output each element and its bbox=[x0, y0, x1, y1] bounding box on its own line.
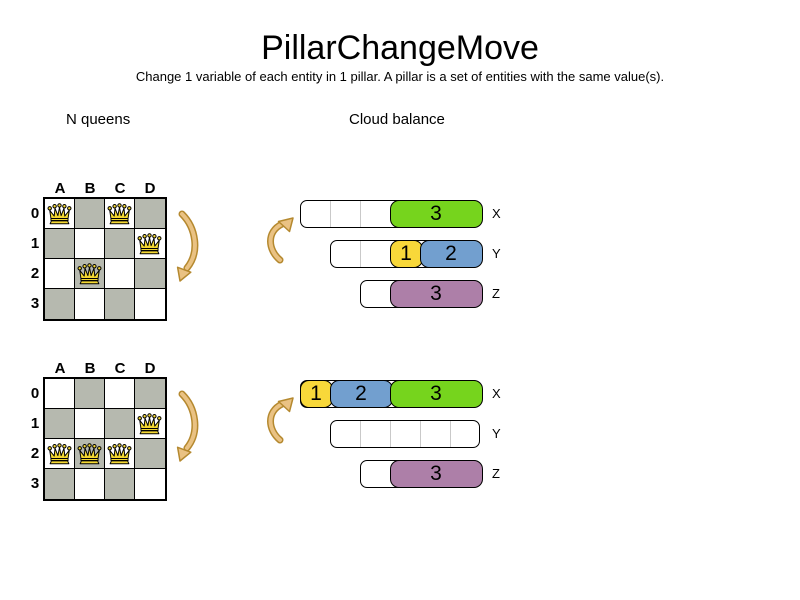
queen-icon bbox=[47, 443, 72, 465]
page-subtitle: Change 1 variable of each entity in 1 pi… bbox=[135, 69, 665, 84]
queen-icon bbox=[77, 263, 102, 285]
process-block: 1 bbox=[299, 379, 333, 408]
slot-divider bbox=[359, 241, 361, 267]
computer-label: Y bbox=[492, 246, 501, 261]
chessboard-before bbox=[43, 197, 167, 321]
computer-bar-z-after: 3 bbox=[360, 459, 483, 488]
board-cell bbox=[135, 439, 165, 469]
column-label: C bbox=[114, 360, 126, 377]
computer-label: Z bbox=[492, 466, 500, 481]
slot-divider bbox=[389, 421, 391, 447]
board-change-arrow-icon-after bbox=[176, 390, 199, 462]
board-cell bbox=[105, 379, 135, 409]
column-label: B bbox=[84, 360, 96, 377]
queen-icon bbox=[107, 203, 132, 225]
slot-divider bbox=[359, 421, 361, 447]
queen-icon bbox=[107, 443, 132, 465]
board-cell bbox=[135, 199, 165, 229]
board-cell bbox=[75, 199, 105, 229]
queen-icon bbox=[137, 413, 162, 435]
board-cell bbox=[105, 409, 135, 439]
computer-label: X bbox=[492, 206, 501, 221]
computer-label: Z bbox=[492, 286, 500, 301]
queen-icon bbox=[77, 443, 102, 465]
board-cell bbox=[75, 289, 105, 319]
row-label: 1 bbox=[30, 415, 40, 432]
queen-icon bbox=[47, 203, 72, 225]
process-block: 2 bbox=[419, 239, 483, 268]
board-cell bbox=[45, 469, 75, 499]
row-label: 2 bbox=[30, 445, 40, 462]
board-cell bbox=[105, 229, 135, 259]
computer-bar-x-before: 3 bbox=[300, 199, 483, 228]
board-cell bbox=[75, 259, 105, 289]
board-cell bbox=[45, 439, 75, 469]
column-label: C bbox=[114, 180, 126, 197]
computer-label: Y bbox=[492, 426, 501, 441]
column-label: D bbox=[144, 360, 156, 377]
row-label: 0 bbox=[30, 385, 40, 402]
cloud-change-arrow-icon-after bbox=[267, 397, 294, 444]
board-cell bbox=[135, 289, 165, 319]
process-block: 3 bbox=[389, 459, 483, 488]
slot-divider bbox=[329, 201, 331, 227]
board-cell bbox=[135, 229, 165, 259]
board-cell bbox=[45, 259, 75, 289]
board-cell bbox=[105, 289, 135, 319]
computer-label: X bbox=[492, 386, 501, 401]
board-cell bbox=[135, 409, 165, 439]
column-label: A bbox=[54, 360, 66, 377]
queen-icon bbox=[137, 233, 162, 255]
slot-divider bbox=[419, 421, 421, 447]
row-label: 1 bbox=[30, 235, 40, 252]
cloud-change-arrow-icon-before bbox=[267, 217, 294, 264]
board-cell bbox=[45, 199, 75, 229]
column-label: D bbox=[144, 180, 156, 197]
row-label: 3 bbox=[30, 295, 40, 312]
board-cell bbox=[135, 379, 165, 409]
column-label: A bbox=[54, 180, 66, 197]
process-block: 3 bbox=[389, 279, 483, 308]
board-cell bbox=[105, 439, 135, 469]
row-label: 2 bbox=[30, 265, 40, 282]
board-cell bbox=[105, 469, 135, 499]
board-cell bbox=[105, 259, 135, 289]
row-label: 3 bbox=[30, 475, 40, 492]
board-cell bbox=[45, 289, 75, 319]
computer-bar-z-before: 3 bbox=[360, 279, 483, 308]
page-title: PillarChangeMove bbox=[261, 29, 539, 67]
board-cell bbox=[45, 379, 75, 409]
board-cell bbox=[75, 379, 105, 409]
process-block: 3 bbox=[389, 199, 483, 228]
nqueens-section-label: N queens bbox=[66, 111, 131, 128]
board-cell bbox=[135, 259, 165, 289]
process-block: 3 bbox=[389, 379, 483, 408]
column-label: B bbox=[84, 180, 96, 197]
computer-bar-y-after bbox=[330, 420, 480, 448]
board-cell bbox=[135, 469, 165, 499]
board-cell bbox=[75, 469, 105, 499]
slot-divider bbox=[449, 421, 451, 447]
row-label: 0 bbox=[30, 205, 40, 222]
board-cell bbox=[105, 199, 135, 229]
cloud-balance-section-label: Cloud balance bbox=[349, 111, 445, 128]
board-cell bbox=[45, 229, 75, 259]
board-cell bbox=[75, 409, 105, 439]
board-cell bbox=[45, 409, 75, 439]
board-cell bbox=[75, 439, 105, 469]
process-block: 2 bbox=[329, 379, 393, 408]
slot-divider bbox=[359, 201, 361, 227]
board-cell bbox=[75, 229, 105, 259]
chessboard-after bbox=[43, 377, 167, 501]
process-block: 1 bbox=[389, 239, 423, 268]
board-change-arrow-icon-before bbox=[176, 210, 199, 282]
